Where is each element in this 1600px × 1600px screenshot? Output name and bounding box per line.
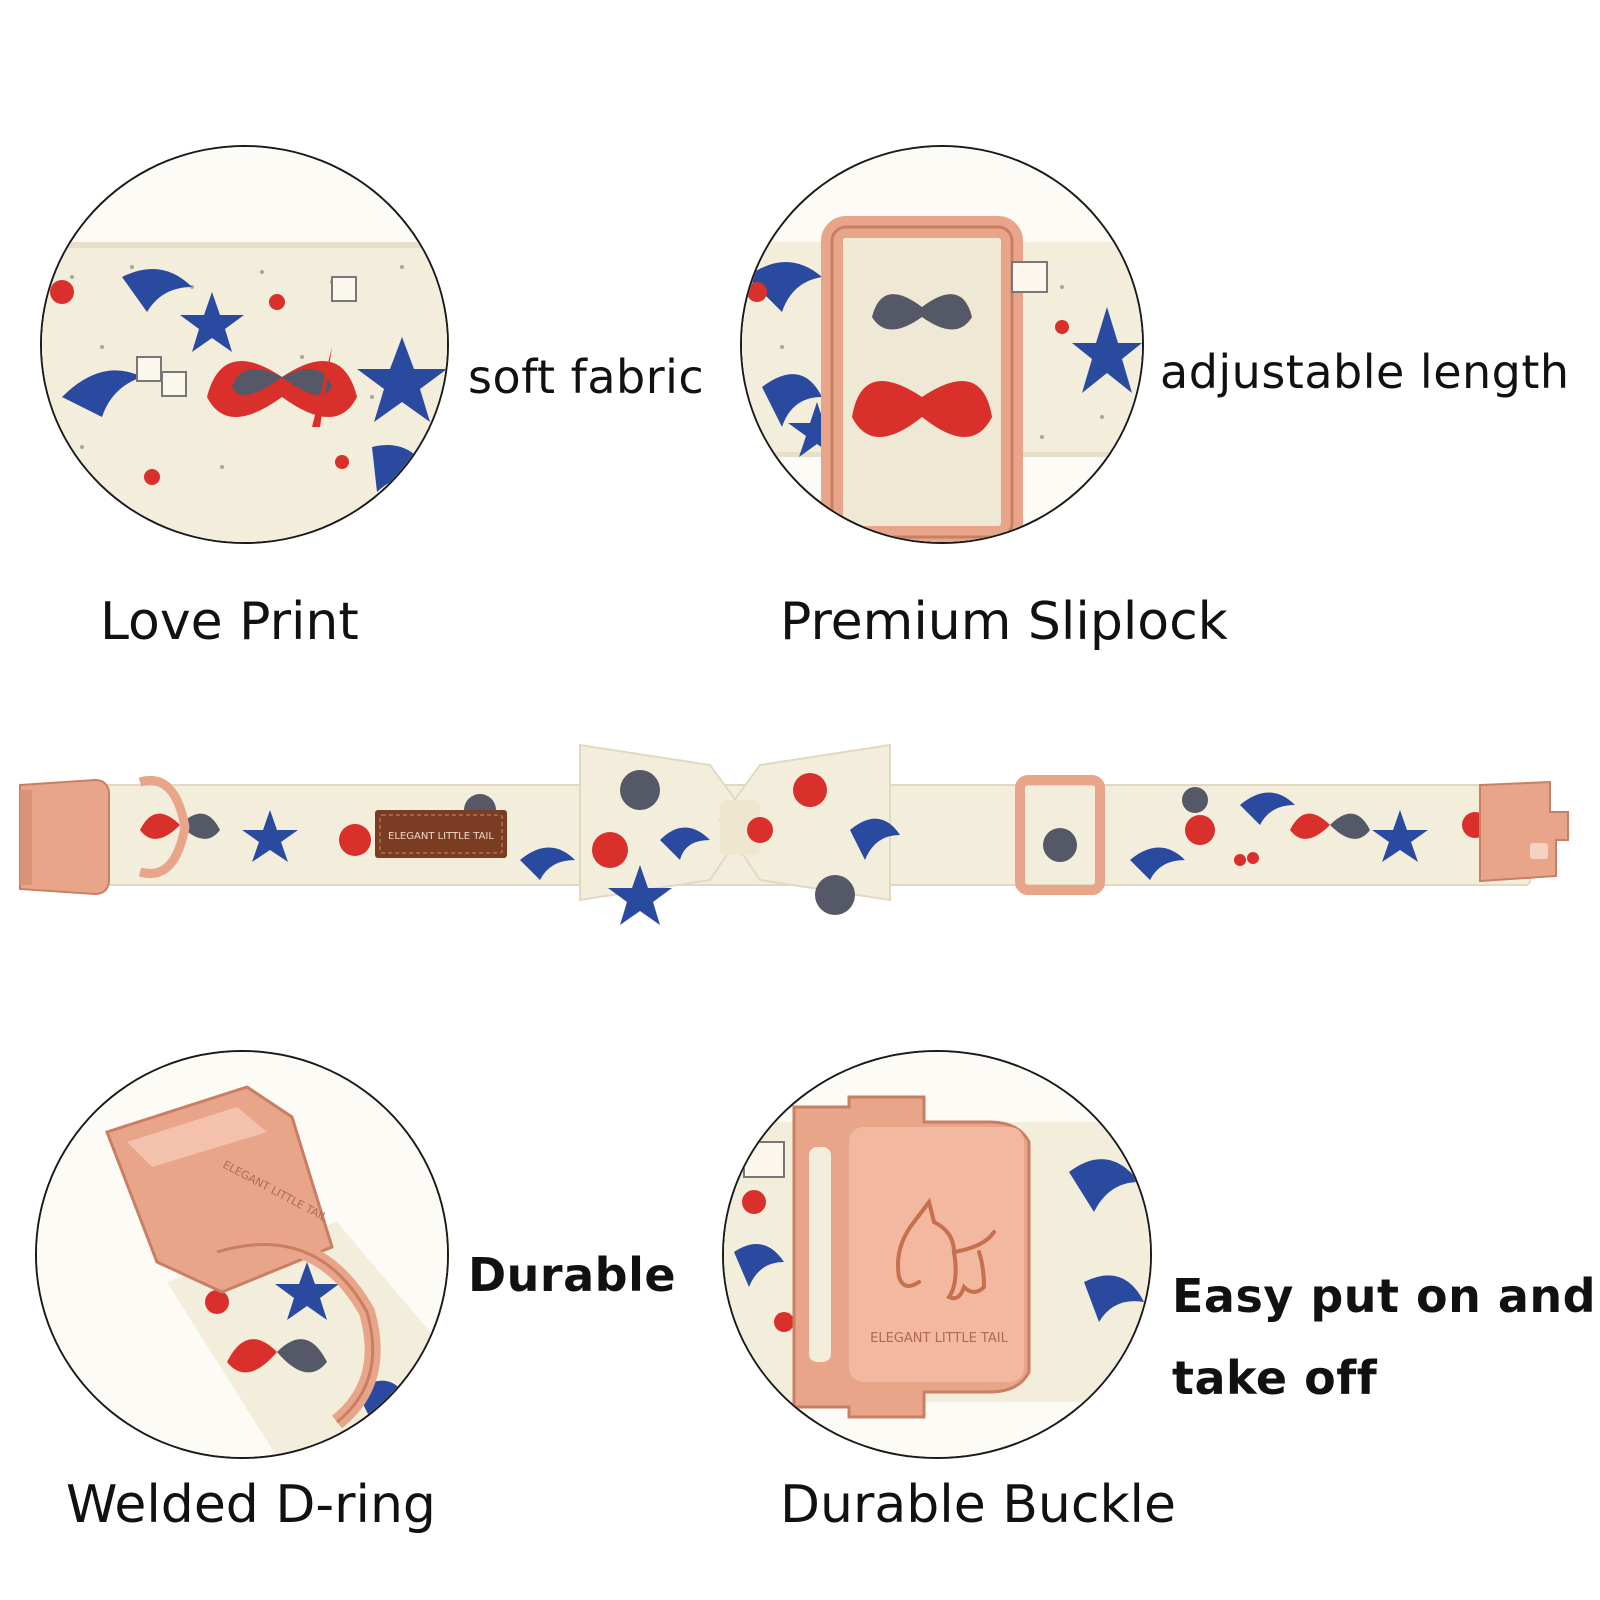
bow-tie	[579, 743, 900, 925]
d-ring-closeup-circle: ELEGANT LITTLE TAIL	[35, 1050, 449, 1459]
easy-put-on-line-2: take off	[1172, 1351, 1378, 1405]
fabric-closeup-circle	[40, 145, 449, 544]
buckle-closeup-circle: ELEGANT LITTLE TAIL	[722, 1050, 1152, 1459]
adjustable-length-text: adjustable length	[1160, 345, 1570, 399]
d-ring-closeup-photo: ELEGANT LITTLE TAIL	[37, 1052, 447, 1457]
love-print-caption: Love Print	[100, 592, 359, 652]
brand-label-text: ELEGANT LITTLE TAIL	[388, 831, 494, 842]
buckle-male-end	[1479, 780, 1569, 883]
collar-sliplock	[1015, 775, 1105, 895]
premium-sliplock-caption: Premium Sliplock	[780, 592, 1228, 652]
fabric-closeup-photo	[42, 147, 447, 542]
easy-put-on-line-1: Easy put on and	[1172, 1269, 1597, 1323]
durable-buckle-caption: Durable Buckle	[780, 1475, 1176, 1535]
buckle-closeup-photo: ELEGANT LITTLE TAIL	[724, 1052, 1150, 1457]
buckle-female-end	[19, 778, 110, 896]
leather-brand-label	[375, 810, 507, 858]
welded-d-ring-caption: Welded D-ring	[66, 1475, 436, 1535]
sliplock-closeup-photo	[742, 147, 1142, 542]
soft-fabric-text: soft fabric	[468, 350, 705, 404]
d-ring	[138, 776, 190, 878]
buckle-brand-engraving: ELEGANT LITTLE TAIL	[870, 1331, 1008, 1346]
easy-put-on-text: Easy put on and take off	[1172, 1255, 1596, 1419]
sliplock-closeup-circle	[740, 145, 1144, 544]
collar-with-bow-photo: ELEGANT LITTLE TAIL	[19, 743, 1569, 925]
dog-logo-icon	[896, 1197, 996, 1301]
durable-text: Durable	[468, 1248, 677, 1302]
